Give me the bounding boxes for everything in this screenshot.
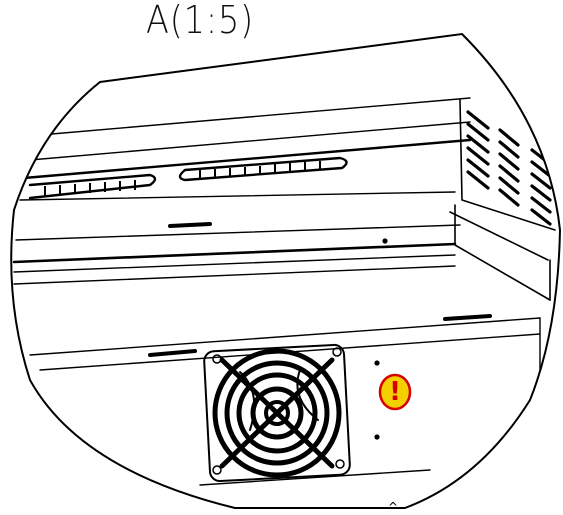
front-rail — [12, 191, 461, 285]
detail-view-label: A(1:5) — [146, 0, 255, 42]
side-vent-housing — [449, 99, 556, 301]
section-arrow: ^ — [388, 500, 399, 514]
vent-strip — [28, 156, 348, 200]
warning-icon — [378, 373, 412, 411]
lower-panel — [29, 314, 541, 486]
detail-boundary — [10, 32, 562, 509]
warning-symbol: ! — [389, 377, 401, 407]
cooling-fan — [203, 343, 351, 483]
top-panel — [22, 97, 472, 180]
